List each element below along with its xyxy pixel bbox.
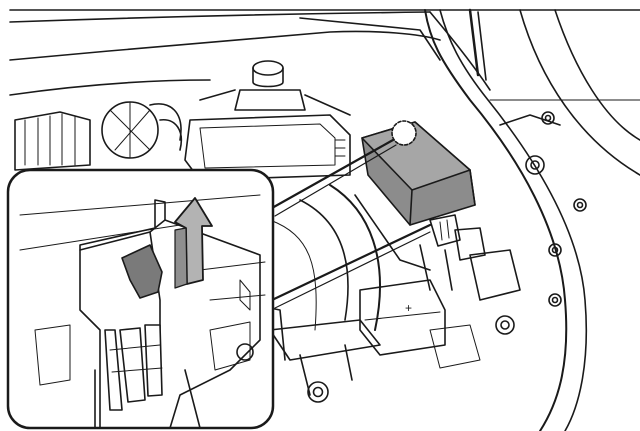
callout-lines	[270, 138, 432, 309]
air-duct	[269, 184, 431, 331]
fuse-box-connector	[419, 214, 486, 291]
fender-bolts	[307, 111, 587, 403]
reservoir-cap	[199, 60, 351, 116]
hood-strut	[468, 8, 487, 81]
up-arrow-icon	[174, 197, 213, 289]
fuse-box	[361, 121, 476, 226]
inset-frame	[6, 168, 275, 430]
battery-plus-label: +	[405, 301, 412, 315]
callout-circle	[391, 120, 417, 146]
fender-panel	[424, 9, 640, 431]
battery: +	[359, 279, 446, 356]
inset-detail	[19, 194, 266, 429]
hood-outline	[9, 9, 640, 96]
left-components	[14, 101, 182, 171]
center-box	[184, 114, 351, 181]
